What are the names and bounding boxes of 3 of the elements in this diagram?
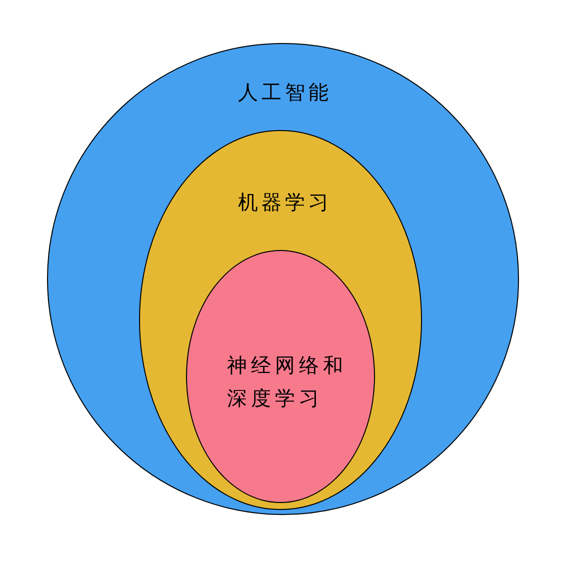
region-label: 机器学习 [238,189,332,215]
region-label: 人工智能 [238,79,332,105]
region-label: 神经网络和深度学习 [227,352,348,412]
